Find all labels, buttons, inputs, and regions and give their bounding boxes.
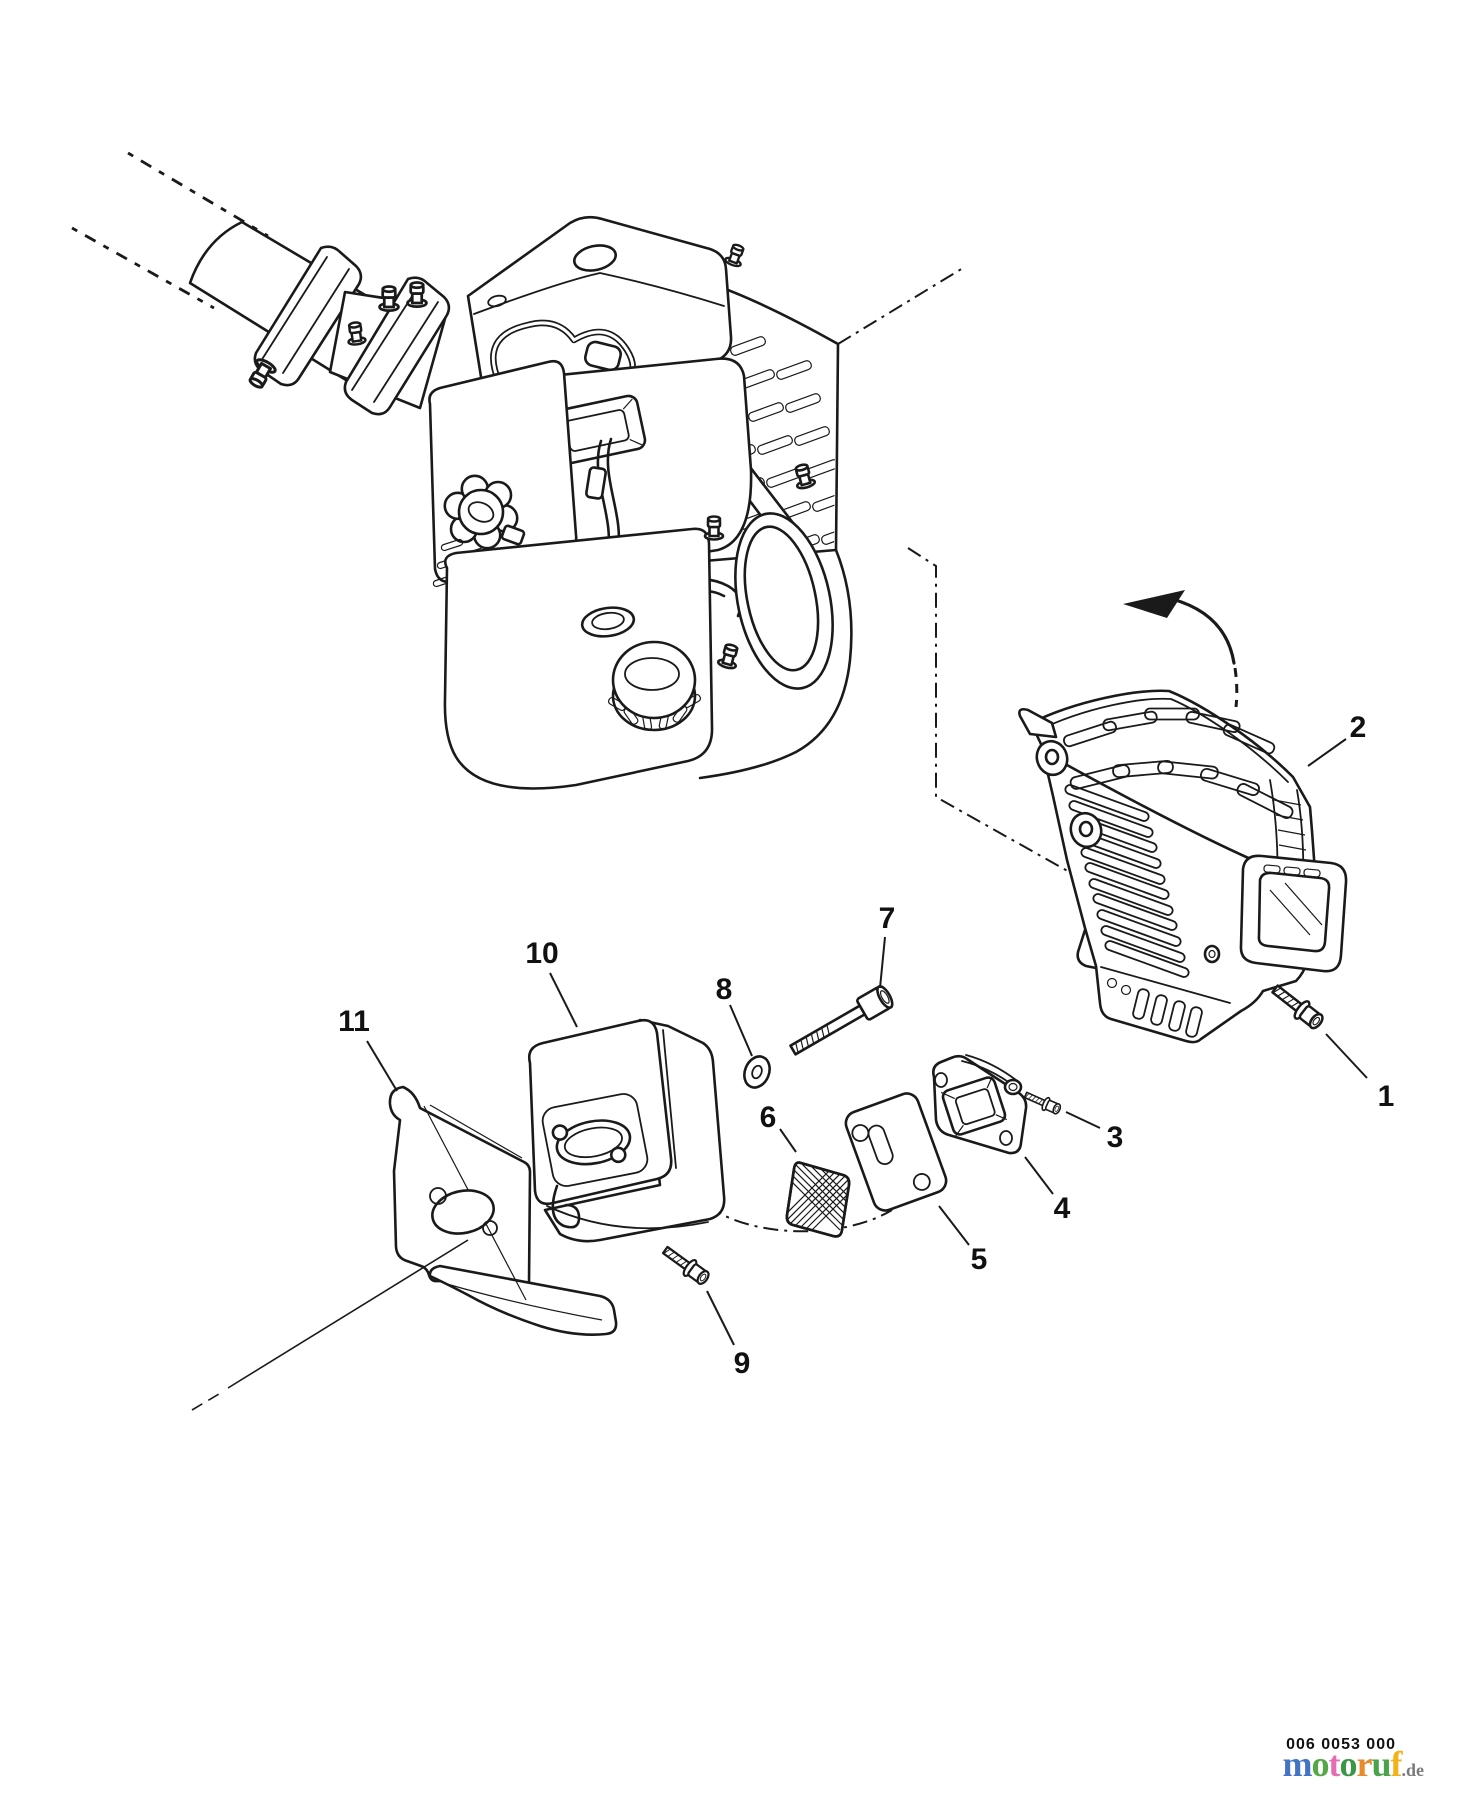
callout-4: 4 [1024, 1156, 1071, 1225]
engine-assembly [428, 215, 853, 790]
cover-front-louvers [1064, 784, 1190, 978]
callout-1: 1 [1325, 1033, 1395, 1113]
cover-handle [1239, 854, 1348, 973]
alignment-line [837, 267, 964, 345]
motoruf-logo: motoruf.de [1282, 1744, 1425, 1787]
muffler-hook [551, 1184, 581, 1229]
bolt-part7 [789, 985, 894, 1056]
callout-3: 3 [1065, 1111, 1124, 1154]
air-filter-box [428, 359, 578, 596]
logo-letter: u [1371, 1744, 1391, 1784]
screen-part6 [785, 1161, 851, 1238]
callout-label: 3 [1107, 1121, 1124, 1154]
washer-part8 [743, 1055, 771, 1089]
cover-top-louvers [1063, 707, 1294, 819]
rotation-arrow-icon [1123, 590, 1239, 708]
callout-5: 5 [938, 1205, 988, 1276]
muffler-outlet-plate [541, 1093, 649, 1187]
callout-2: 2 [1307, 711, 1367, 767]
recoil-starter [734, 512, 834, 690]
logo-letter: r [1356, 1744, 1372, 1784]
callout-label: 9 [734, 1347, 751, 1380]
filter-cover-knob [443, 474, 526, 550]
screw-part3 [1022, 1087, 1064, 1118]
cover-bottom-bracket [1076, 928, 1231, 1038]
muffler [528, 1018, 726, 1243]
callout-8: 8 [716, 973, 753, 1057]
logo-letter: t [1328, 1744, 1340, 1784]
callouts: 1 2 3 4 5 6 7 8 9 10 11 [338, 711, 1394, 1380]
screw-part9 [658, 1241, 714, 1289]
muffler-shield [191, 1085, 618, 1411]
callout-label: 5 [971, 1243, 988, 1276]
screw-part1 [1267, 979, 1328, 1034]
callout-label: 1 [1378, 1080, 1395, 1113]
shaft-collar [328, 276, 451, 416]
exhaust-plate-part4 [932, 1054, 1028, 1155]
fuel-tank [443, 527, 714, 790]
callout-label: 6 [760, 1101, 777, 1134]
callout-label: 4 [1054, 1192, 1071, 1225]
logo-letter: o [1339, 1744, 1357, 1784]
callout-9: 9 [706, 1290, 751, 1380]
callout-7: 7 [879, 902, 896, 989]
logo-letter: m [1282, 1744, 1312, 1784]
callout-10: 10 [525, 937, 578, 1028]
footer: 006 0053 000 motoruf.de [1282, 1736, 1424, 1787]
cover-mounting-ears [1018, 707, 1103, 849]
logo-letter: f [1390, 1744, 1403, 1784]
part-number: 006 0053 000 [1286, 1736, 1396, 1753]
fuel-cap [607, 640, 702, 732]
engine-cover [1018, 689, 1348, 1044]
callout-label: 2 [1350, 711, 1367, 744]
callout-label: 8 [716, 973, 733, 1006]
alignment-line [707, 1205, 893, 1233]
callout-label: 11 [338, 1005, 370, 1038]
shaft-continuation-line [71, 226, 215, 310]
shaft-clamp [244, 245, 363, 393]
callout-11: 11 [338, 1005, 398, 1092]
gasket-part5 [844, 1092, 948, 1212]
logo-suffix: .de [1401, 1760, 1425, 1780]
callout-label: 10 [525, 937, 558, 970]
callout-6: 6 [760, 1101, 797, 1153]
callout-label: 7 [879, 902, 896, 935]
logo-letter: o [1311, 1744, 1329, 1784]
engine-housing-edge [698, 548, 853, 780]
